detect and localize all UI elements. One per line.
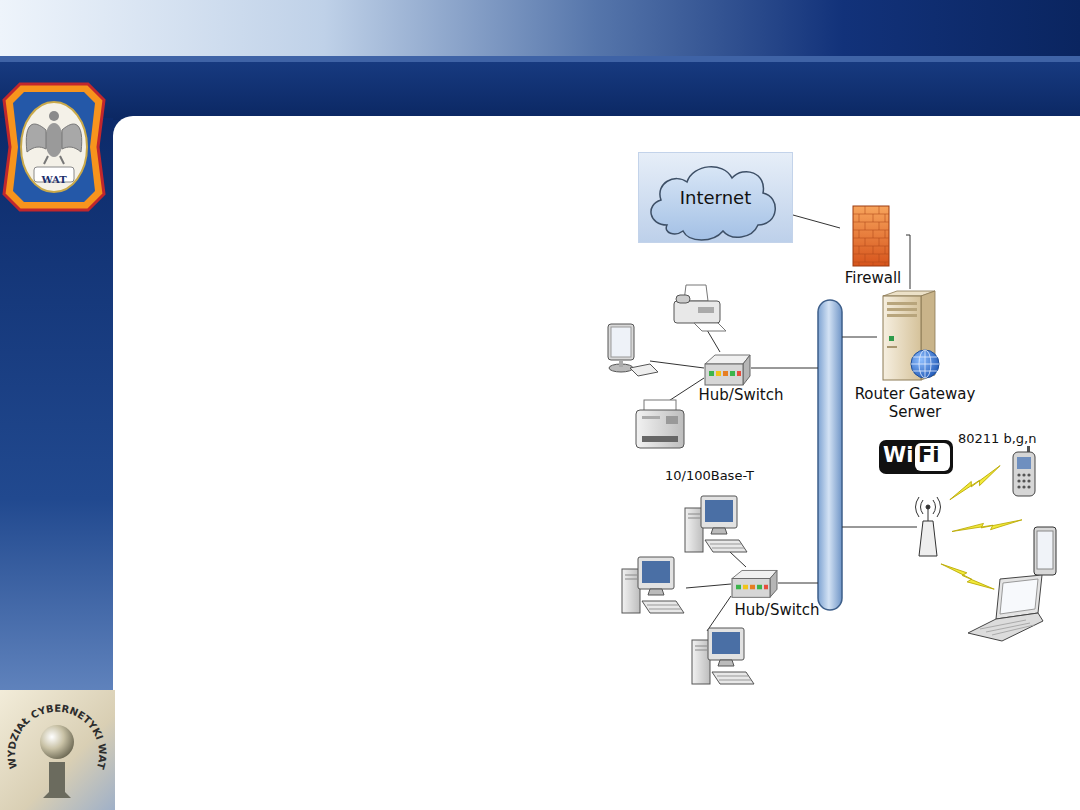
backbone-bus: [818, 300, 842, 610]
node-label: Hub/Switch: [732, 601, 822, 619]
node-text-area: Firewall: [840, 269, 906, 287]
radio-link: [945, 465, 1006, 500]
wat-emblem: [13, 92, 95, 202]
device-icons: [622, 557, 684, 613]
node-text-area: Hub/Switch: [732, 601, 822, 619]
emblem-text: WAT: [41, 174, 66, 185]
wat-emblem: [26, 124, 46, 152]
server-icon: [883, 291, 939, 380]
slide-background: [113, 116, 1080, 810]
firewall-icon: [852, 205, 890, 267]
backbone-bus: [818, 300, 842, 610]
cable-type-label-box: 10/100Base-T: [665, 465, 754, 484]
faculty-logo: [40, 725, 74, 759]
firewall-icon: [853, 206, 889, 266]
server-icon: [875, 290, 943, 382]
wat-emblem: [45, 123, 63, 157]
faculty-logo: [0, 690, 115, 810]
hub-switch-node: Hub/Switch: [683, 349, 793, 407]
node-text-area: Hub/Switch: [691, 386, 791, 404]
network-cables: [751, 368, 818, 369]
standard-label: 80211 b,g,n: [958, 431, 1037, 446]
radio-link: [941, 465, 1022, 599]
wat-emblem: [62, 124, 82, 152]
slide-background: [0, 62, 1080, 120]
router-node: Router Gateway Serwer: [846, 289, 984, 423]
node-label: Hub/Switch: [691, 386, 791, 404]
device-icons: [1013, 446, 1035, 496]
node-label: Internet: [639, 187, 792, 209]
wifi-logo-text: Wi: [883, 443, 913, 467]
slide-background: [0, 0, 1080, 58]
network-cables: [650, 330, 917, 631]
wat-emblem: [49, 111, 59, 121]
firewall-node: Firewall: [840, 203, 906, 289]
wat-emblem: [21, 102, 87, 192]
wifi-logo-text: Fi: [918, 443, 940, 467]
wifi-logo: [879, 440, 953, 474]
network-link: [793, 215, 840, 228]
standard-label-box: 80211 b,g,n: [958, 428, 1037, 447]
wat-emblem: [4, 84, 104, 210]
network-cables: [707, 596, 731, 631]
device-icons: [674, 285, 726, 331]
network-cables: [842, 337, 877, 338]
device-icons: [608, 285, 1056, 684]
device-icons: [685, 496, 747, 552]
hub-icon: [703, 350, 751, 388]
node-text-area: Internet: [639, 153, 792, 242]
radio-link: [952, 520, 1022, 532]
faculty-logo: [43, 762, 71, 798]
device-icons: [636, 400, 684, 448]
slide-background: [0, 56, 1080, 62]
wifi-logo-text-box: Fi: [918, 443, 940, 468]
wat-emblem: [44, 156, 64, 164]
node-text-area: Router Gateway Serwer: [846, 385, 984, 421]
hub-icon: [730, 566, 778, 600]
access-point: [916, 497, 941, 556]
wifi-logo-text-box: Wi: [883, 443, 913, 468]
logo-ring-text: WYDZIAŁ CYBERNETYKI WAT: [6, 703, 108, 771]
radio-link: [941, 554, 995, 600]
internet-cloud: Internet: [638, 152, 793, 243]
hub-icon: [705, 355, 750, 385]
network-link: [906, 235, 910, 289]
network-cables: [686, 584, 731, 588]
device-icons: [608, 324, 658, 376]
network-cables: [778, 583, 818, 584]
access-point: [919, 521, 937, 556]
emblem-text-box: WAT: [34, 168, 74, 187]
device-icons: [1034, 527, 1056, 575]
hub-switch-node: Hub/Switch: [700, 565, 822, 623]
faculty-logo: [0, 690, 115, 810]
access-point: [926, 505, 930, 509]
node-label: Firewall: [840, 269, 906, 287]
cable-type-label: 10/100Base-T: [665, 468, 754, 483]
network-cables: [730, 552, 746, 567]
wifi-logo: [879, 440, 953, 474]
network-cables: [842, 527, 917, 528]
wifi-logo: [915, 443, 950, 471]
wat-emblem: [4, 84, 104, 210]
access-point: [916, 497, 941, 517]
network-cables: [707, 330, 720, 352]
device-icons: [692, 628, 754, 684]
network-cables: [650, 361, 704, 368]
hub-icon: [732, 570, 777, 597]
node-label: Router Gateway Serwer: [846, 385, 984, 421]
